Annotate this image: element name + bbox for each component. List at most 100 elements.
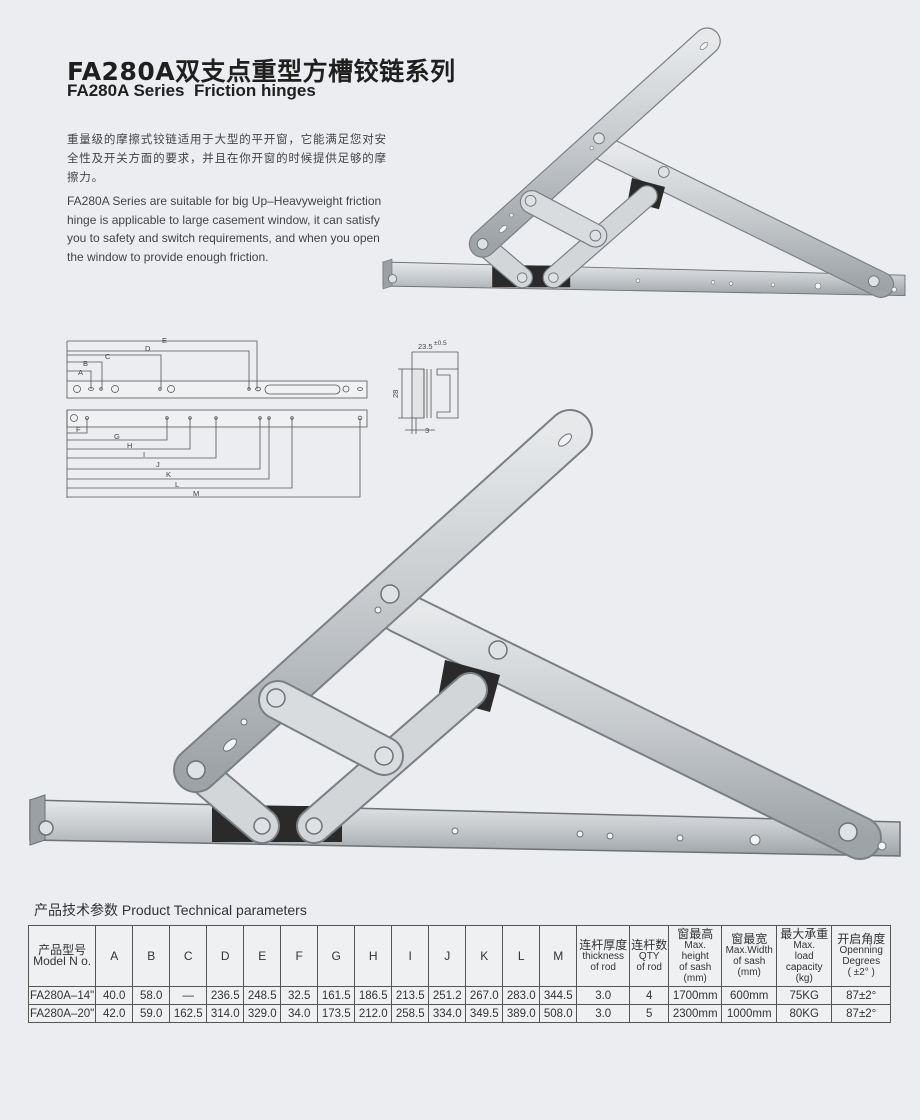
header-line: load xyxy=(794,950,814,962)
table-cell: 349.5 xyxy=(465,1004,504,1023)
table-cell: — xyxy=(169,986,208,1005)
header-line: of rod xyxy=(636,961,662,973)
header-line: ( ±2° ) xyxy=(847,967,875,978)
table-cell: 600mm xyxy=(721,986,778,1005)
header-line: QTY xyxy=(638,950,660,962)
table-header-cell: F xyxy=(280,925,319,987)
table-cell: 251.2 xyxy=(428,986,467,1005)
header-line: 最大承重 xyxy=(780,926,829,941)
table-cell: 162.5 xyxy=(169,1004,208,1023)
dim-label-d: D xyxy=(145,344,151,353)
table-cell: 173.5 xyxy=(317,1004,356,1023)
table-header-cell: M xyxy=(539,925,578,987)
description-cn: 重量级的摩擦式铰链适用于大型的平开窗，它能满足您对安全性及开关方面的要求，并且在… xyxy=(67,132,387,184)
header-line: of rod xyxy=(590,961,616,973)
table-cell: 5 xyxy=(629,1004,670,1023)
table-cell: 186.5 xyxy=(354,986,393,1005)
header-line: (mm) xyxy=(683,972,707,984)
header-line: E xyxy=(258,948,267,963)
table-header-cell: J xyxy=(428,925,467,987)
description-en: FA280A Series are suitable for big Up–He… xyxy=(67,194,382,264)
header-line: Max. xyxy=(793,939,816,951)
table-cell: 34.0 xyxy=(280,1004,319,1023)
header-line: 开启角度 xyxy=(837,932,886,946)
table-cell: 58.0 xyxy=(132,986,171,1005)
header-line: 窗最宽 xyxy=(731,932,768,946)
table-cell: 32.5 xyxy=(280,986,319,1005)
table-cell: 42.0 xyxy=(95,1004,134,1023)
table-cell: 329.0 xyxy=(243,1004,282,1023)
dim-label-l: L xyxy=(175,480,179,489)
dim-label-i: I xyxy=(143,450,145,459)
dim-label-e: E xyxy=(162,336,167,345)
header-line: capacity xyxy=(785,961,823,973)
section-thickness-label: 3 xyxy=(425,426,429,435)
table-header-cell: A xyxy=(95,925,134,987)
header-line: I xyxy=(408,948,412,963)
dim-label-k: K xyxy=(166,470,171,479)
header-line: of sash xyxy=(733,956,766,967)
table-header-cell: I xyxy=(391,925,430,987)
header-line: (mm) xyxy=(737,967,761,978)
header-line: K xyxy=(480,948,489,963)
table-cell: 4 xyxy=(629,986,670,1005)
header-line: height xyxy=(681,950,709,962)
dim-label-b: B xyxy=(83,359,88,368)
table-cell: 161.5 xyxy=(317,986,356,1005)
table-header-cell: H xyxy=(354,925,393,987)
dimension-labels: E D C B A F G H I J K L M 23.5 ±0.5 28 3 xyxy=(76,336,447,498)
table-cell: 80KG xyxy=(776,1004,833,1023)
header-line: J xyxy=(444,948,451,963)
table-cell: 3.0 xyxy=(576,1004,631,1023)
header-line: thickness xyxy=(582,950,625,962)
params-title: 产品技术参数 Product Technical parameters xyxy=(34,902,307,918)
dimension-drawing xyxy=(66,340,459,498)
model-cell: FA280A–20" xyxy=(27,1004,97,1023)
table-cell: 1000mm xyxy=(721,1004,778,1023)
header-line: A xyxy=(110,948,119,963)
section-tolerance-label: ±0.5 xyxy=(434,340,447,347)
table-header-cell: B xyxy=(132,925,171,987)
table-cell: 283.0 xyxy=(502,986,541,1005)
table-cell: 40.0 xyxy=(95,986,134,1005)
header-line: 连杆厚度 xyxy=(579,937,628,952)
table-header-cell: E xyxy=(243,925,282,987)
dim-label-j: J xyxy=(156,460,160,469)
header-line: 连杆数 xyxy=(631,937,668,952)
header-line: C xyxy=(183,948,193,963)
page-title-cn: FA280A双支点重型方槽铰链系列 xyxy=(67,57,456,86)
table-cell: 508.0 xyxy=(539,1004,578,1023)
table-cell: 1700mm xyxy=(668,986,723,1005)
table-header-cell: L xyxy=(502,925,541,987)
table-cell: 213.5 xyxy=(391,986,430,1005)
header-line: Openning xyxy=(839,945,883,956)
table-cell: 248.5 xyxy=(243,986,282,1005)
header-line: Model N o. xyxy=(33,954,92,968)
dim-label-a: A xyxy=(78,368,83,377)
table-cell: 267.0 xyxy=(465,986,504,1005)
table-cell: 389.0 xyxy=(502,1004,541,1023)
page-title-en: FA280A Series Friction hinges xyxy=(67,81,316,100)
header-line: G xyxy=(331,948,341,963)
table-header-cell: C xyxy=(169,925,208,987)
table-cell: 334.0 xyxy=(428,1004,467,1023)
table-cell: 258.5 xyxy=(391,1004,430,1023)
table-cell: 87±2° xyxy=(831,1004,892,1023)
header-line: Degrees xyxy=(842,956,881,967)
header-line: M xyxy=(553,948,564,963)
table-cell: 3.0 xyxy=(576,986,631,1005)
table-cell: 314.0 xyxy=(206,1004,245,1023)
section-height-label: 28 xyxy=(391,390,400,398)
header-line: B xyxy=(147,948,156,963)
table-cell: 2300mm xyxy=(668,1004,723,1023)
hinge-photo-large xyxy=(30,432,900,856)
